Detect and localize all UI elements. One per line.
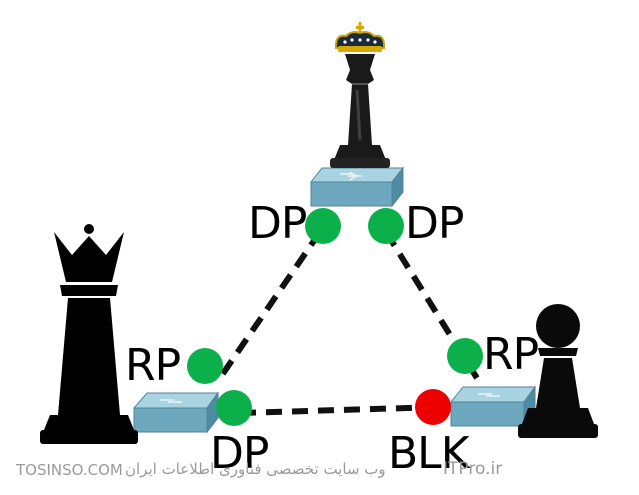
port-designated-bottom-left [216,390,252,426]
label-blk-bottom-right: BLK [388,428,470,479]
switch-icon [449,385,536,428]
port-root-left [187,348,223,384]
label-dp-bottom-left: DP [210,428,269,479]
watermark-itpro: ITPro.ir [443,459,503,479]
port-designated-top-right [368,208,404,244]
switch-icon [132,391,219,434]
watermark-tosinso: TOSINSO.COM [16,461,123,479]
chess-king-icon [330,22,390,168]
label-dp-top-right: DP [405,198,464,249]
label-rp-right: RP [483,329,539,380]
watermark-persian: وب سایت تخصصی فناوری اطلاعات ایران [125,460,386,478]
label-dp-top-left: DP [248,198,307,249]
port-root-right [447,338,483,374]
link-bottom [239,404,441,416]
switch-icon [309,166,405,208]
port-blocked-bottom-right [415,389,451,425]
link-top-left [219,230,323,377]
label-rp-left: RP [125,340,181,391]
link-top-right [383,230,483,385]
chess-pawn-icon [518,304,598,438]
chess-queen-icon [40,224,138,444]
port-designated-top-left [305,208,341,244]
